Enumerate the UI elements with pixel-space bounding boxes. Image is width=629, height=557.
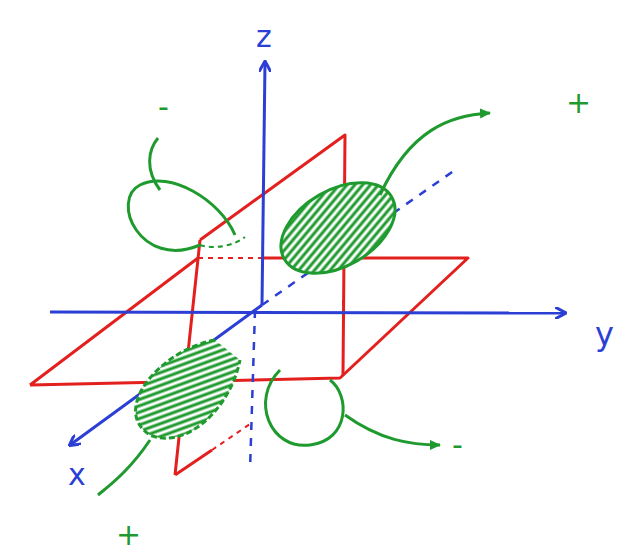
sign-label: +	[116, 520, 141, 550]
sign-label: -	[452, 430, 463, 460]
sign-label: -	[158, 92, 169, 122]
sign-label: +	[566, 88, 591, 118]
axis-label: y	[595, 318, 614, 350]
axis-label: x	[68, 460, 86, 490]
axis-label: z	[256, 22, 272, 52]
